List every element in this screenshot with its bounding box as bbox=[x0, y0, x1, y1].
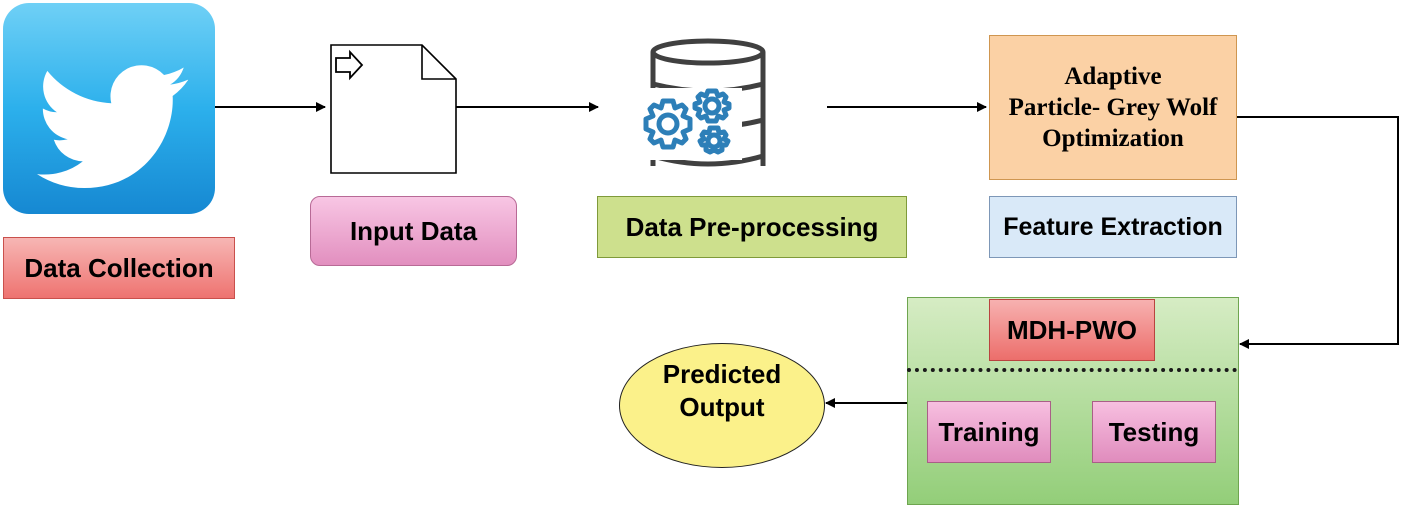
optimizer-box: Adaptive Particle- Grey Wolf Optimizatio… bbox=[989, 35, 1237, 180]
output-line1: Predicted bbox=[662, 358, 782, 389]
feature-extraction-label: Feature Extraction bbox=[989, 196, 1237, 258]
model-panel-divider bbox=[907, 368, 1237, 372]
optimizer-title-line3: Optimization bbox=[1042, 125, 1184, 152]
data-preprocessing-label: Data Pre-processing bbox=[597, 196, 907, 258]
data-collection-label: Data Collection bbox=[3, 237, 235, 299]
database-gears-icon bbox=[630, 38, 780, 178]
training-label: Training bbox=[927, 401, 1051, 463]
arrow-optimizer-to-model bbox=[1237, 116, 1399, 349]
optimizer-title-line2: Particle- Grey Wolf bbox=[1008, 94, 1218, 121]
output-line2: Output bbox=[679, 391, 765, 422]
predicted-output-node: Predicted Output bbox=[619, 343, 825, 468]
model-label: MDH-PWO bbox=[989, 299, 1155, 361]
testing-label: Testing bbox=[1092, 401, 1216, 463]
document-icon bbox=[330, 44, 458, 174]
twitter-bird-icon bbox=[3, 3, 215, 214]
input-data-label: Input Data bbox=[310, 196, 517, 266]
optimizer-title-line1: Adaptive bbox=[1064, 63, 1162, 90]
